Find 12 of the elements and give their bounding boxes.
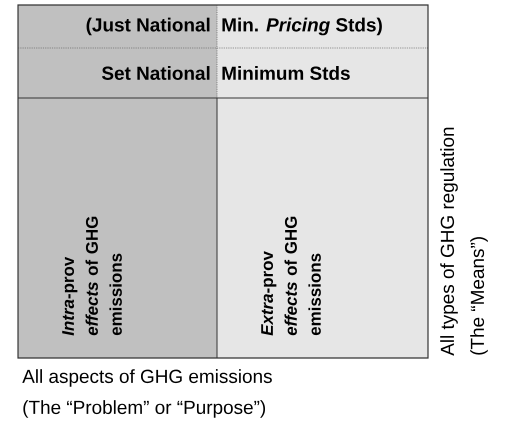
axis-label: All aspects of GHG emissions	[22, 369, 272, 387]
node-label: Min. Pricing Stds)	[222, 18, 382, 36]
table-cell: Minimum Stds	[217, 48, 428, 98]
node-label: Set National	[102, 66, 210, 80]
node-label: Minimum Stds	[222, 66, 350, 80]
table-cell: Min. Pricing Stds)	[217, 5, 428, 48]
axis-label: All types of GHG regulation	[440, 128, 458, 356]
axis-label: (The “Means”)	[470, 237, 488, 355]
table-cell: (Just National	[18, 5, 217, 48]
axis-label: (The “Problem” or “Purpose”)	[23, 400, 266, 418]
table-cell: Set National	[18, 48, 217, 98]
node-label: (Just National	[86, 18, 210, 36]
